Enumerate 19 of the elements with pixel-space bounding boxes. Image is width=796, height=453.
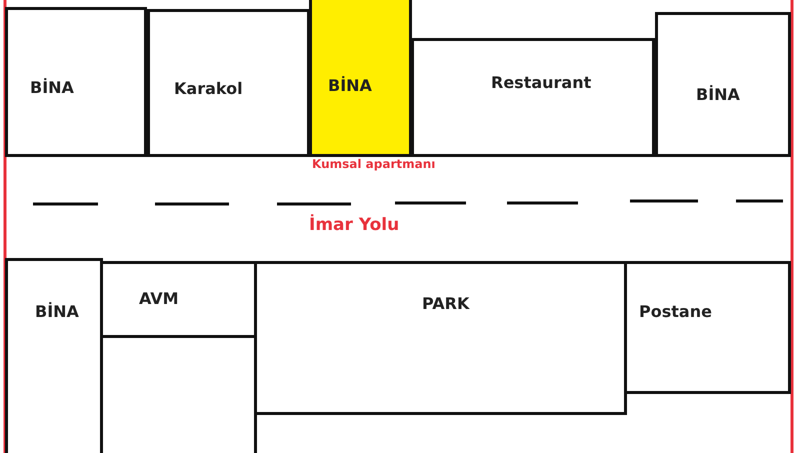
building-label: BİNA [328,76,372,95]
building-label: BİNA [30,78,74,97]
street-address-label: Kumsal apartmanı [312,157,436,171]
building-label: PARK [422,294,470,313]
building-box [5,258,103,453]
building-box [254,261,627,415]
building-label: AVM [139,289,179,308]
building-box [147,9,310,157]
building-label: BİNA [696,85,740,104]
building-label: Postane [639,302,712,321]
road-name-label: İmar Yolu [309,215,400,235]
building-label: Karakol [174,79,243,98]
building-box [655,12,791,157]
building-label: BİNA [35,302,79,321]
building-box [5,7,147,157]
building-box [411,38,655,157]
building-box [624,261,791,394]
building-label: Restaurant [491,73,592,92]
highlighted-building-box [309,0,412,157]
